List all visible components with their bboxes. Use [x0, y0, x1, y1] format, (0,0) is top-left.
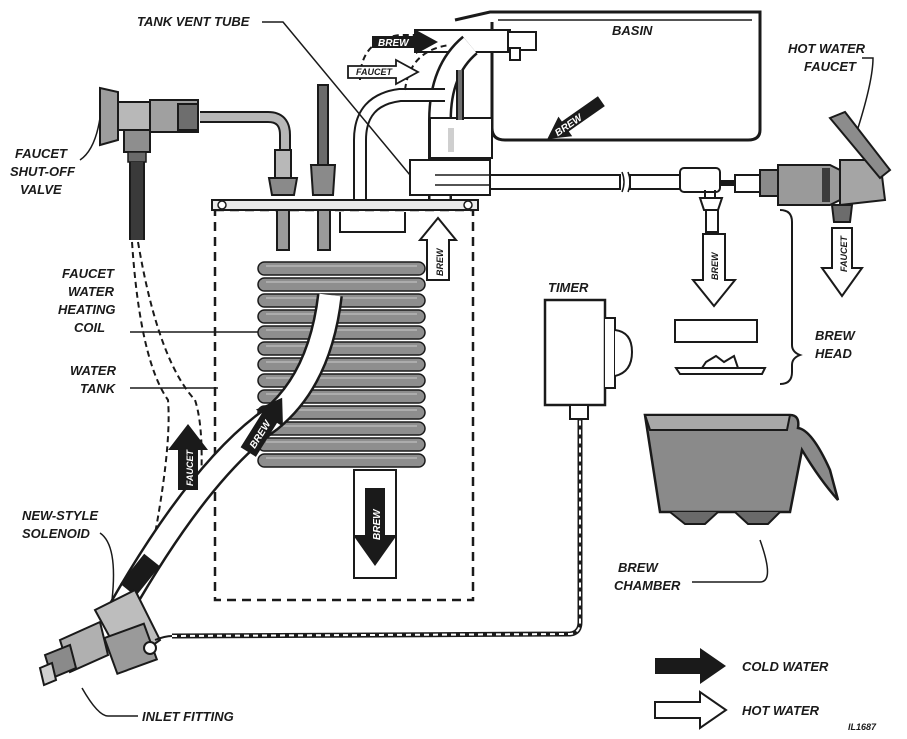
faucet-shutoff-valve [99, 86, 291, 561]
label-tank-vent-tube: TANK VENT TUBE [137, 14, 250, 29]
brew-arrow-tank: BREW [417, 216, 459, 281]
brew-arrow-tank-down-label: BREW [372, 508, 383, 540]
faucet-arrow-faucet: FAUCET [820, 227, 864, 298]
hot-water-faucet [720, 110, 892, 223]
brew-arrow-tank-down: BREW [353, 488, 397, 566]
coil-loop [257, 277, 426, 292]
label-brew-chamber-2: CHAMBER [614, 578, 681, 593]
coil-loop [257, 325, 426, 340]
legend-hot-water-arrow [654, 690, 728, 730]
label-faucet-shutoff-2: SHUT-OFF [10, 164, 76, 179]
timer-wire [171, 420, 583, 639]
faucet-arrow-top-label: FAUCET [356, 67, 394, 77]
coil-loop [257, 453, 426, 468]
label-inlet-fitting: INLET FITTING [142, 709, 234, 724]
brew-line [489, 167, 724, 233]
figure-id: IL1687 [848, 722, 877, 732]
faucet-arrow-faucet-label: FAUCET [839, 234, 849, 272]
label-brew-head-2: HEAD [815, 346, 852, 361]
brew-arrow-tank-label: BREW [435, 247, 445, 276]
labels: TANK VENT TUBE BASIN HOT WATER FAUCET FA… [10, 14, 877, 732]
brew-chamber [643, 413, 840, 525]
label-brew-head-1: BREW [815, 328, 856, 343]
label-hot-water-faucet-1: HOT WATER [788, 41, 866, 56]
faucet-arrow-left-label: FAUCET [185, 448, 195, 486]
heating-coil [257, 261, 426, 468]
label-heating-coil-1: FAUCET [62, 266, 115, 281]
tank-top-fittings [267, 84, 337, 251]
leader-lines [79, 21, 874, 717]
tank-vent-tube [353, 34, 464, 205]
coil-loop [257, 341, 426, 356]
coil-loop [257, 373, 426, 388]
legend: COLD WATER HOT WATER [654, 648, 829, 730]
legend-cold-water: COLD WATER [655, 648, 829, 684]
faucet-arrow-top: FAUCET [347, 58, 420, 86]
brew-arrow-top-label: BREW [378, 38, 410, 49]
label-solenoid-2: SOLENOID [22, 526, 91, 541]
brew-arrow-head: BREW [690, 233, 738, 308]
label-brew-chamber-1: BREW [618, 560, 659, 575]
label-faucet-shutoff-3: VALVE [20, 182, 62, 197]
label-timer: TIMER [548, 280, 589, 295]
coil-loop [257, 261, 426, 276]
label-heating-coil-3: HEATING [58, 302, 116, 317]
label-heating-coil-2: WATER [68, 284, 115, 299]
label-water-tank-2: TANK [80, 381, 117, 396]
timer [543, 298, 634, 420]
label-water-tank-1: WATER [70, 363, 117, 378]
fill-tube [409, 35, 493, 200]
inlet-fitting [38, 620, 110, 687]
legend-hot-water: HOT WATER [654, 690, 820, 730]
brew-arrow-head-label: BREW [710, 251, 720, 280]
label-faucet-shutoff-1: FAUCET [15, 146, 68, 161]
legend-cold-water-arrow [655, 648, 726, 684]
legend-hot-water-label: HOT WATER [742, 703, 820, 718]
label-heating-coil-4: COIL [74, 320, 105, 335]
coil-loop [257, 437, 426, 452]
coil-loop [257, 357, 426, 372]
coil-loop [257, 309, 426, 324]
solenoid [93, 588, 173, 676]
brew-arrow-top: BREW [372, 30, 438, 54]
label-solenoid-1: NEW-STYLE [22, 508, 98, 523]
label-basin: BASIN [612, 23, 653, 38]
faucet-arrow-left: FAUCET [168, 424, 208, 490]
label-hot-water-faucet-2: FAUCET [804, 59, 857, 74]
brew-head [674, 209, 803, 385]
legend-cold-water-label: COLD WATER [742, 659, 829, 674]
